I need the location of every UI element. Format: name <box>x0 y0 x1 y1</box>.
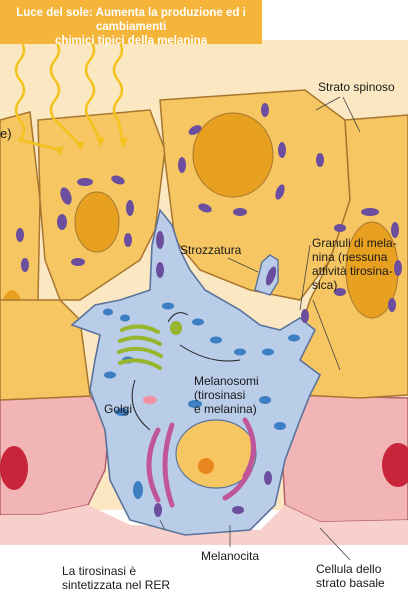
granule <box>261 103 269 117</box>
label-strato-spinoso: Strato spinoso <box>318 80 395 94</box>
melanosome <box>103 309 113 316</box>
melanosome <box>210 337 222 344</box>
label-tirosinasi-rer: La tirosinasi è sintetizzata nel RER <box>62 564 170 592</box>
label-strozzatura: Strozzatura <box>180 243 241 257</box>
granule <box>178 157 186 173</box>
melanosome <box>154 503 162 517</box>
melanosome <box>264 471 272 485</box>
banner-line-2: chimici tipici della melanina <box>0 34 262 48</box>
granule <box>388 298 396 312</box>
label-melanosomi: Melanosomi (tirosinasi e melanina) <box>194 374 259 416</box>
nucleus-center <box>193 113 273 197</box>
melanosome <box>234 349 246 356</box>
melanosome <box>232 506 244 514</box>
label-cellula-basale: Cellula dello strato basale <box>316 562 385 590</box>
granule <box>361 208 379 216</box>
granule <box>57 214 67 230</box>
melanosome <box>259 396 271 404</box>
melanosome <box>120 315 130 322</box>
melanosome <box>301 309 309 323</box>
granule <box>124 233 132 247</box>
granule <box>71 258 85 266</box>
melanosome <box>192 319 204 326</box>
granule <box>316 153 324 167</box>
granule <box>278 142 286 158</box>
melanosome <box>262 349 274 356</box>
nucleolus <box>198 458 214 474</box>
label-melanocita: Melanocita <box>201 549 259 563</box>
granule <box>77 178 93 186</box>
granule <box>334 224 346 232</box>
granule <box>233 208 247 216</box>
melanosome <box>274 422 286 430</box>
granule <box>16 228 24 242</box>
banner-line-1: Luce del sole: Aumenta la produzione ed … <box>0 6 262 34</box>
nucleus-left <box>75 192 119 252</box>
melanosome <box>143 396 157 404</box>
melanosome <box>156 262 164 278</box>
granule <box>126 200 134 216</box>
melanosome <box>133 481 143 499</box>
golgi-vesicle <box>170 321 182 335</box>
melanosome <box>162 303 174 310</box>
sunlight-banner: Luce del sole: Aumenta la produzione ed … <box>0 0 262 44</box>
label-golgi: Golgi <box>104 402 132 416</box>
melanosome <box>104 372 116 379</box>
clipped-label-fragment: e) <box>0 126 12 141</box>
melanosome <box>156 231 164 249</box>
label-granuli: Granuli di mela- nina (nessuna attività … <box>312 236 397 292</box>
granule <box>21 258 29 272</box>
melanosome <box>288 335 300 342</box>
basal-nucleus-left <box>0 446 28 490</box>
